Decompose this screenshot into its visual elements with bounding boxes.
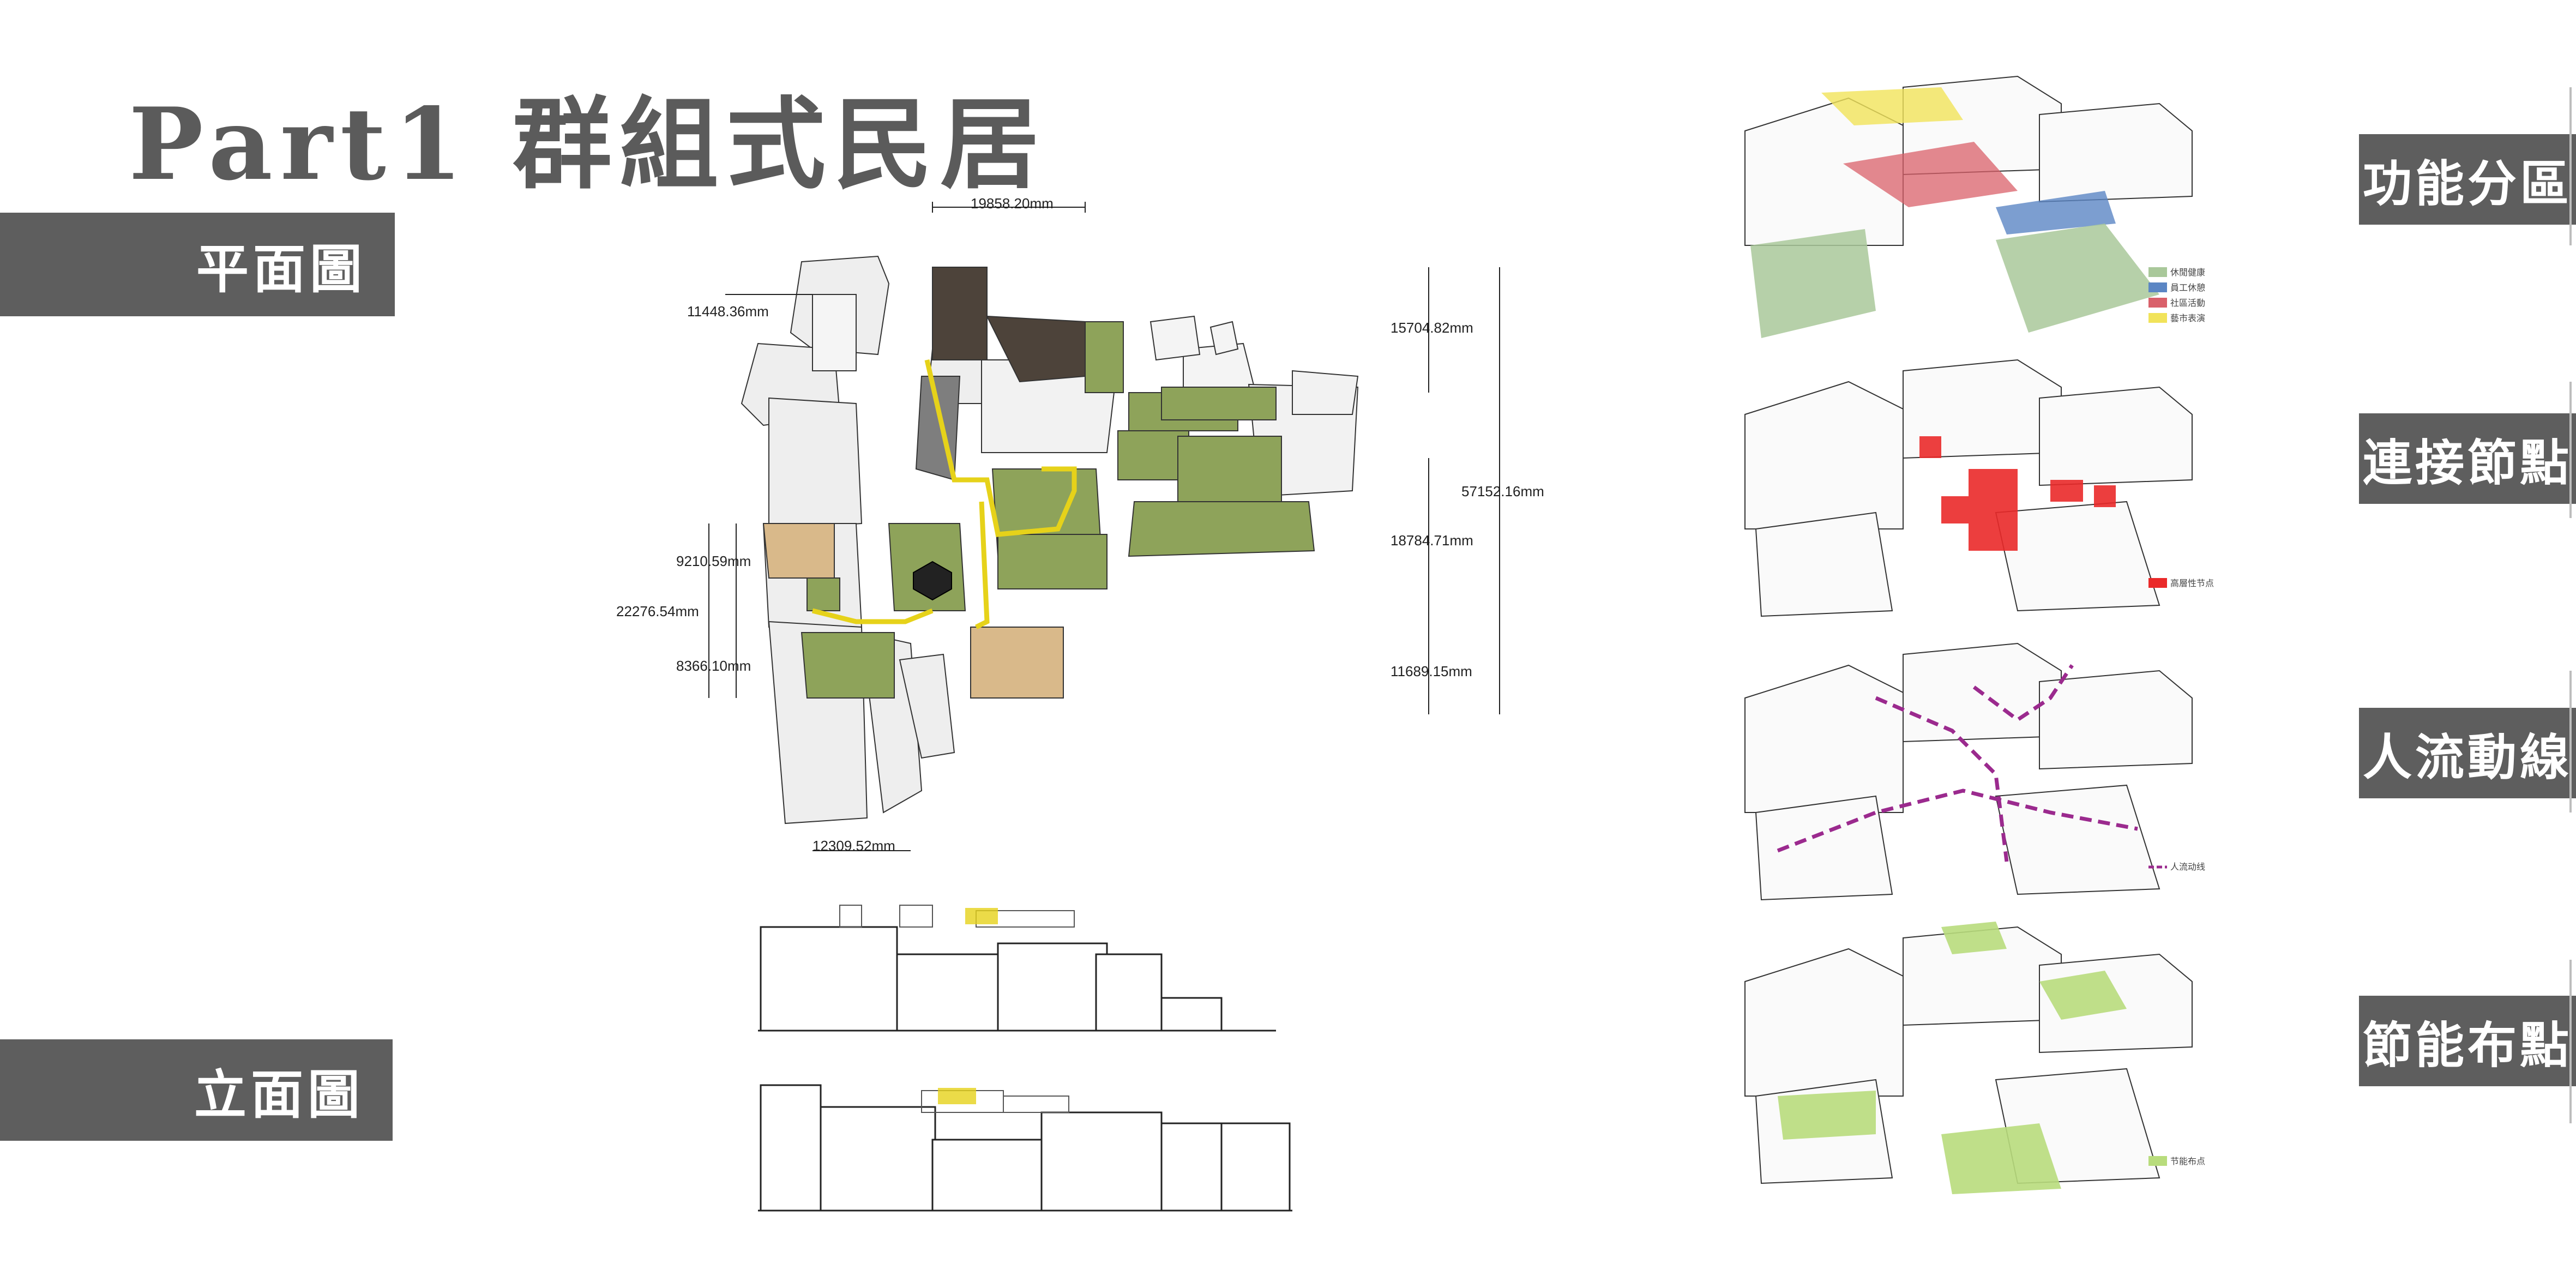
svg-text:藝市表演: 藝市表演 <box>2170 314 2205 323</box>
svg-text:社區活動: 社區活動 <box>2170 298 2205 308</box>
plan-courtyard <box>926 348 1119 453</box>
nodes-diagram: 高層性节点 <box>1744 359 2214 617</box>
node-markers <box>1919 436 2116 551</box>
zones-legend: 休閒健康 員工休憩 社區活動 藝市表演 <box>2148 267 2205 323</box>
zone-green-left <box>1750 229 1876 338</box>
label-function-zones: 功能分區 <box>2359 134 2576 225</box>
dim-left-total: 22276.54mm <box>616 603 699 619</box>
nodes-legend-swatch <box>2148 578 2167 588</box>
zones-diagram: 休閒健康 員工休憩 社區活動 藝市表演 <box>1744 75 2205 338</box>
page-title: Part1 群組式民居 <box>129 86 1047 202</box>
dim-right-mid: 18784.71mm <box>1391 532 1473 549</box>
elev1-accent <box>965 908 998 924</box>
energy-legend-text: 节能布点 <box>2170 1157 2205 1166</box>
zone-yellow <box>1821 87 1963 125</box>
dim-left-lower: 8366.10mm <box>676 658 751 674</box>
flow-legend-text: 人流动线 <box>2170 862 2205 872</box>
zone-green-right <box>1996 224 2159 333</box>
edge-strip-4 <box>2569 960 2572 1123</box>
dim-right-upper: 15704.82mm <box>1391 320 1473 336</box>
elevation-2 <box>758 1084 1292 1212</box>
dim-right-total: 57152.16mm <box>1461 483 1544 499</box>
plan-hexagon <box>913 561 952 601</box>
energy-diagram: 节能布点 <box>1744 922 2205 1194</box>
svg-text:休閒健康: 休閒健康 <box>2170 268 2205 278</box>
zone-red <box>1843 142 2018 207</box>
edge-strip-2 <box>2569 382 2572 518</box>
plan-dimension-lines <box>708 202 1500 851</box>
dim-upper-left: 11448.36mm <box>687 303 769 320</box>
label-energy-points: 節能布點 <box>2359 996 2576 1086</box>
energy-legend-swatch <box>2148 1156 2167 1166</box>
dim-right-lower: 11689.15mm <box>1391 663 1472 679</box>
label-connection-nodes: 連接節點 <box>2359 413 2576 504</box>
dim-left-upper: 9210.59mm <box>676 553 751 569</box>
energy-areas <box>1778 922 2127 1194</box>
elevation-label: 立面圖 <box>0 1039 393 1141</box>
plan-label: 平面圖 <box>0 213 395 316</box>
dim-bottom-width: 12309.52mm <box>812 838 895 854</box>
label-pedestrian-flow: 人流動線 <box>2359 708 2576 798</box>
plan-dark-terraces <box>915 267 1086 481</box>
zone-blue <box>1996 191 2116 234</box>
edge-strip-3 <box>2569 671 2572 812</box>
elevation-1 <box>758 905 1276 1032</box>
dim-top-width: 19858.20mm <box>971 196 1054 212</box>
plan-tan-decks <box>762 523 1064 699</box>
plan-path <box>811 359 1077 630</box>
svg-text:員工休憩: 員工休憩 <box>2170 283 2205 293</box>
elev2-accent <box>938 1088 976 1104</box>
flow-diagram: 人流动线 <box>1744 642 2205 901</box>
site-plan: 19858.20mm 11448.36mm 15704.82mm 57152.1… <box>616 196 1544 854</box>
flow-paths <box>1777 664 2138 862</box>
edge-strip-1 <box>2569 87 2572 245</box>
nodes-legend-text: 高層性节点 <box>2170 579 2214 588</box>
